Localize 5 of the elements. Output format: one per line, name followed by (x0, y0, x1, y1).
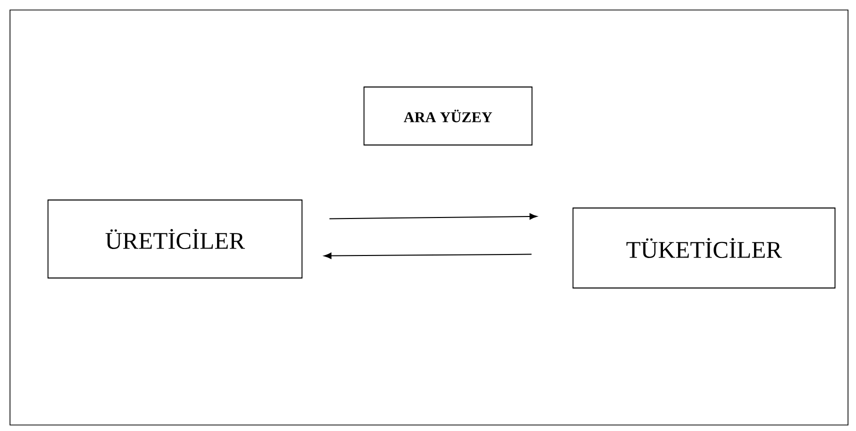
text-box: ARA YÜZEY (364, 86, 532, 146)
text-box: TÜKETİCİLER (572, 208, 836, 288)
arrow (328, 213, 538, 220)
arrow (324, 252, 532, 259)
text-box: ÜRETİCİLER (48, 200, 302, 278)
